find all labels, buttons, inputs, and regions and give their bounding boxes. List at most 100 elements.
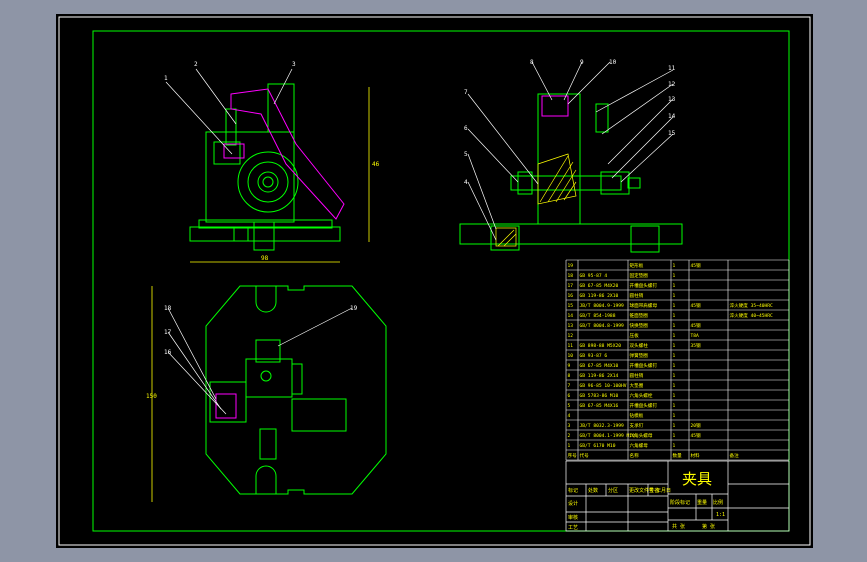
drawing-border bbox=[92, 30, 790, 532]
parts-row-12-no: 12 bbox=[568, 333, 574, 339]
parts-row-14-qty: 1 bbox=[673, 313, 676, 319]
front-wheel-outer bbox=[237, 151, 299, 213]
parts-row-10-name: 弹簧垫圈 bbox=[630, 352, 649, 359]
parts-row-9-qty: 1 bbox=[673, 363, 676, 369]
sheet-number: 第 张 bbox=[702, 523, 715, 530]
plan-bottom-pin bbox=[259, 428, 277, 460]
parts-row-1-name: 六角螺母 bbox=[630, 442, 649, 449]
parts-row-18-no: 18 bbox=[568, 273, 574, 279]
parts-row-16-no: 16 bbox=[568, 293, 574, 299]
sign-count: 处数 bbox=[588, 487, 598, 494]
parts-row-5-no: 5 bbox=[568, 403, 571, 409]
parts-row-19-no: 19 bbox=[568, 263, 574, 269]
parts-header-qty: 数量 bbox=[673, 452, 683, 459]
plan-dim-vertical-value: 150 bbox=[146, 393, 157, 400]
balloon-8: 8 bbox=[530, 59, 534, 66]
front-wheel-hub bbox=[262, 176, 274, 188]
front-column bbox=[267, 83, 295, 133]
balloon-14: 14 bbox=[668, 113, 676, 120]
side-section-hatch bbox=[537, 153, 577, 205]
front-body bbox=[205, 131, 295, 223]
parts-row-9-no: 9 bbox=[568, 363, 571, 369]
parts-row-8-no: 8 bbox=[568, 373, 571, 379]
title-block-text: 夹具 标记 处数 分区 更改文件号 签名 年月日 设计 审核 工艺 阶段标记 重… bbox=[568, 470, 725, 531]
leader-lines bbox=[165, 61, 674, 415]
plan-left-block bbox=[209, 381, 247, 423]
plan-side-pin bbox=[291, 363, 303, 395]
side-screw bbox=[510, 175, 622, 191]
parts-row-16-name: 圆柱销 bbox=[630, 292, 644, 299]
parts-row-11-name: 双头螺柱 bbox=[630, 342, 649, 349]
parts-row-17-code: GB 67-85 M4X20 bbox=[580, 283, 619, 289]
side-clamp-head bbox=[541, 95, 569, 117]
side-base-boss bbox=[490, 225, 520, 251]
parts-row-13-no: 13 bbox=[568, 323, 574, 329]
balloon-16: 16 bbox=[164, 349, 172, 356]
parts-row-15-qty: 1 bbox=[673, 303, 676, 309]
plan-slot-bottom bbox=[255, 465, 277, 494]
parts-row-19-qty: 1 bbox=[673, 263, 676, 269]
parts-row-19-name: 矩形板 bbox=[630, 262, 644, 269]
parts-row-12-qty: 1 bbox=[673, 333, 676, 339]
parts-row-13-name: 快换垫圈 bbox=[630, 322, 649, 329]
parts-row-15-no: 15 bbox=[568, 303, 574, 309]
parts-row-16-code: GB 119-86 2X10 bbox=[580, 293, 619, 299]
parts-row-14-no: 14 bbox=[568, 313, 574, 319]
parts-row-9-code: GB 67-85 M4X10 bbox=[580, 363, 619, 369]
front-base-top bbox=[198, 219, 333, 229]
front-block bbox=[213, 141, 241, 165]
balloon-1: 1 bbox=[164, 75, 168, 82]
parts-row-2-qty: 1 bbox=[673, 433, 676, 439]
parts-row-6-no: 6 bbox=[568, 393, 571, 399]
parts-row-7-no: 7 bbox=[568, 383, 571, 389]
parts-row-9-name: 开槽盘头螺钉 bbox=[630, 362, 658, 369]
balloon-9: 9 bbox=[580, 59, 584, 66]
parts-row-15-material: 45钢 bbox=[691, 302, 702, 309]
balloon-5: 5 bbox=[464, 151, 468, 158]
parts-row-11-code: GB 898-88 M5X20 bbox=[580, 343, 622, 349]
parts-row-4-name: 钻模板 bbox=[630, 412, 644, 419]
parts-row-13-material: 45钢 bbox=[691, 322, 702, 329]
parts-row-2-code: GB/T 8004.1-1999 M10 bbox=[580, 433, 636, 439]
side-clamp bbox=[541, 95, 569, 117]
sign-zone: 分区 bbox=[608, 487, 618, 494]
parts-header-code: 代号 bbox=[580, 452, 590, 459]
sign-mark: 标记 bbox=[568, 487, 578, 494]
parts-row-10-qty: 1 bbox=[673, 353, 676, 359]
parts-row-10-code: GB 93-87 6 bbox=[580, 353, 608, 359]
parts-row-15-name: 球面带肩螺母 bbox=[630, 302, 658, 309]
balloon-3: 3 bbox=[292, 61, 296, 68]
side-view bbox=[459, 93, 683, 253]
parts-row-8-code: GB 119-86 2X14 bbox=[580, 373, 619, 379]
parts-row-2-no: 2 bbox=[568, 433, 571, 439]
parts-row-17-name: 开槽盘头螺钉 bbox=[630, 282, 658, 289]
reviewer-label: 审核 bbox=[568, 514, 578, 521]
parts-header-no: 序号 bbox=[568, 452, 578, 459]
sign-signature: 签名 bbox=[649, 487, 659, 494]
plan-hole bbox=[260, 370, 272, 382]
parts-row-19-material: 45钢 bbox=[691, 262, 702, 269]
parts-row-7-name: 大垫圈 bbox=[630, 382, 644, 389]
parts-row-1-no: 1 bbox=[568, 443, 571, 449]
balloon-15: 15 bbox=[668, 130, 676, 137]
balloon-2: 2 bbox=[194, 61, 198, 68]
front-clamp bbox=[223, 88, 345, 220]
cad-viewport[interactable]: 4 6 9 8 bbox=[56, 14, 813, 548]
plan-clamp bbox=[215, 393, 237, 419]
parts-row-3-material: 20钢 bbox=[691, 422, 702, 429]
parts-row-16-qty: 1 bbox=[673, 293, 676, 299]
plan-slot-top bbox=[255, 286, 277, 313]
parts-row-18-name: 固定垫圈 bbox=[630, 272, 649, 279]
parts-row-11-qty: 1 bbox=[673, 343, 676, 349]
parts-row-12-material: T8A bbox=[691, 333, 700, 339]
parts-row-1-qty: 1 bbox=[673, 443, 676, 449]
parts-row-3-qty: 1 bbox=[673, 423, 676, 429]
balloon-10: 10 bbox=[609, 59, 617, 66]
parts-row-4-no: 4 bbox=[568, 413, 571, 419]
balloon-19: 19 bbox=[350, 305, 358, 312]
balloon-18: 18 bbox=[164, 305, 172, 312]
parts-header-name: 名称 bbox=[630, 452, 640, 459]
parts-row-7-code: GB 96-85 10-100HV bbox=[580, 383, 627, 389]
plan-clamp-block bbox=[215, 393, 237, 419]
